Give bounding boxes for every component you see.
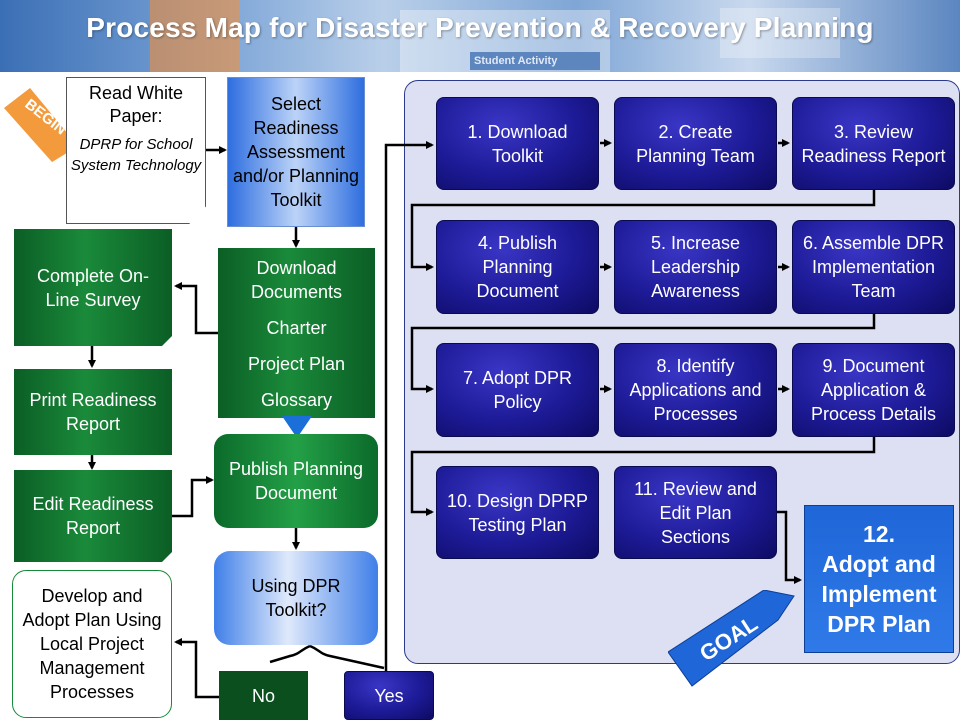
no-option: No <box>219 671 308 720</box>
step-label: 10. Design DPRP Testing Plan <box>446 490 589 535</box>
step-8-identify-applications: 8. Identify Applications and Processes <box>614 343 777 437</box>
select-toolkit-label: Select Readiness Assessment and/or Plann… <box>232 94 360 210</box>
step-7-adopt-dpr-policy: 7. Adopt DPR Policy <box>436 343 599 437</box>
develop-plan-box: Develop and Adopt Plan Using Local Proje… <box>12 570 172 718</box>
step-3-review-readiness-report: 3. Review Readiness Report <box>792 97 955 190</box>
white-paper-subtitle: DPRP for School System Technology <box>70 136 202 174</box>
header-banner: Student Activity <box>0 0 960 72</box>
download-doc-project-plan: Project Plan <box>247 354 346 374</box>
step-label: 6. Assemble DPR Implementation Team <box>802 233 945 301</box>
publish-planning-label: Publish Planning Document <box>228 459 364 503</box>
complete-survey-box: Complete On-Line Survey <box>14 229 172 346</box>
edit-report-label: Edit Readiness Report <box>32 494 154 538</box>
no-label: No <box>251 685 275 706</box>
publish-planning-box: Publish Planning Document <box>214 434 378 528</box>
step-12-label: Adopt and Implement DPR Plan <box>821 551 937 637</box>
print-report-box: Print Readiness Report <box>14 369 172 455</box>
download-documents-box: Download Documents Charter Project Plan … <box>218 248 375 418</box>
edit-report-box: Edit Readiness Report <box>14 470 172 562</box>
step-label: 7. Adopt DPR Policy <box>462 368 573 412</box>
step-label: 11. Review and Edit Plan Sections <box>634 478 757 547</box>
step-label: 9. Document Application & Process Detail… <box>810 356 937 424</box>
download-doc-glossary: Glossary <box>260 390 332 410</box>
header-decoration-label: Student Activity <box>470 52 600 70</box>
down-triangle-icon <box>282 416 312 438</box>
page-title: Process Map for Disaster Prevention & Re… <box>86 12 874 43</box>
print-report-label: Print Readiness Report <box>29 390 157 434</box>
header-decoration <box>150 0 240 72</box>
step-1-download-toolkit: 1. Download Toolkit <box>436 97 599 190</box>
step-12-adopt-implement-plan: 12. Adopt and Implement DPR Plan <box>804 505 954 653</box>
header-decoration <box>720 8 840 58</box>
download-doc-charter: Charter <box>266 318 327 338</box>
develop-plan-label: Develop and Adopt Plan Using Local Proje… <box>22 586 162 702</box>
step-label: 5. Increase Leadership Awareness <box>650 233 741 301</box>
step-2-create-planning-team: 2. Create Planning Team <box>614 97 777 190</box>
step-11-review-plan-sections: 11. Review and Edit Plan Sections <box>614 466 777 559</box>
yes-option: Yes <box>344 671 434 720</box>
step-10-design-testing-plan: 10. Design DPRP Testing Plan <box>436 466 599 559</box>
yes-label: Yes <box>374 685 404 706</box>
step-4-publish-planning-document: 4. Publish Planning Document <box>436 220 599 314</box>
step-label: 4. Publish Planning Document <box>476 233 559 301</box>
step-label: 8. Identify Applications and Processes <box>629 356 762 424</box>
step-12-number: 12. <box>863 521 895 547</box>
using-toolkit-decision: Using DPR Toolkit? <box>214 551 378 645</box>
select-toolkit-box: Select Readiness Assessment and/or Plann… <box>227 77 365 227</box>
white-paper-title: Read White Paper: <box>88 83 184 126</box>
step-label: 1. Download Toolkit <box>467 121 568 166</box>
complete-survey-label: Complete On-Line Survey <box>36 265 150 310</box>
step-label: 2. Create Planning Team <box>636 121 755 166</box>
using-toolkit-label: Using DPR Toolkit? <box>251 576 341 620</box>
goal-arrow-icon: GOAL <box>668 590 795 687</box>
step-6-assemble-dpr-team: 6. Assemble DPR Implementation Team <box>792 220 955 314</box>
white-paper-doc: Read White Paper: DPRP for School System… <box>66 77 206 224</box>
step-9-document-application-details: 9. Document Application & Process Detail… <box>792 343 955 437</box>
download-documents-title: Download Documents <box>250 258 343 302</box>
step-label: 3. Review Readiness Report <box>801 121 946 166</box>
step-5-increase-leadership-awareness: 5. Increase Leadership Awareness <box>614 220 777 314</box>
